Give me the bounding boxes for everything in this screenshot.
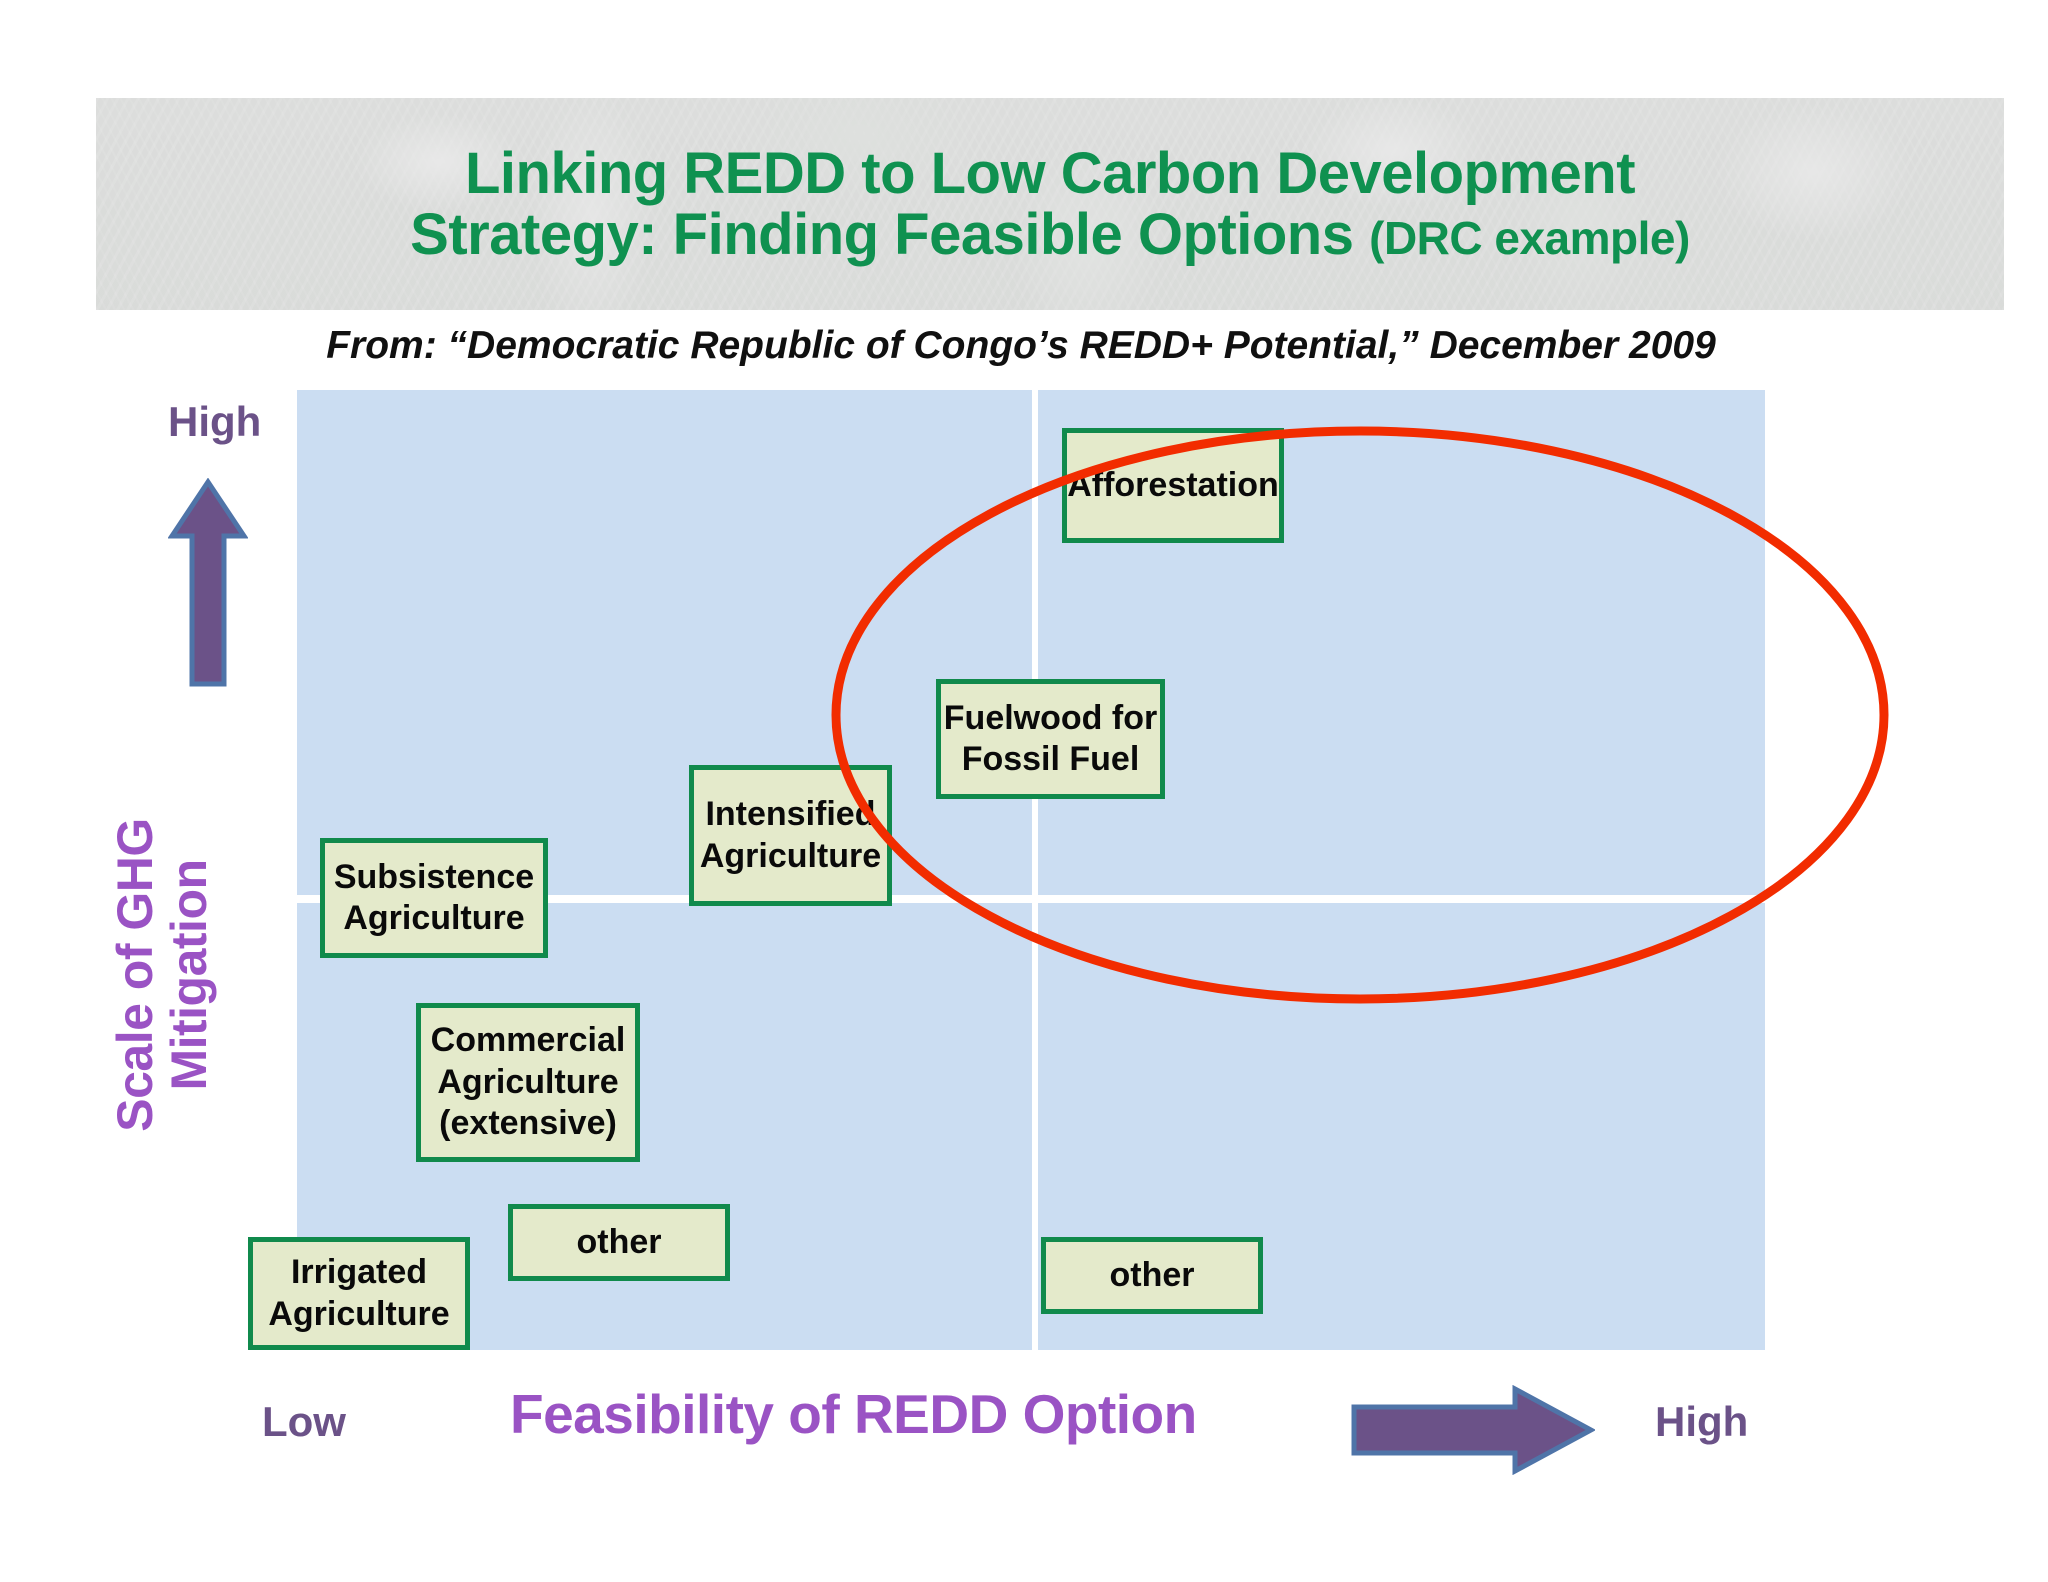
title-line-2: Strategy: Finding Feasible Options (DRC … [410,204,1690,265]
option-box-label-line-3: (extensive) [439,1104,617,1143]
option-box-label-line-2: Agriculture [437,1062,619,1101]
x-axis-high-label: High [1655,1398,1749,1445]
option-box-label-line-1: Commercial [430,1021,626,1060]
x-axis-title: Feasibility of REDD Option [510,1383,1197,1445]
option-box-label-line-1: Intensified [705,795,876,834]
option-box-label-line-1: other [1109,1255,1195,1294]
source-subtitle: From: “Democratic Republic of Congo’s RE… [326,324,1716,367]
option-box-label: other [577,1222,662,1263]
x-axis-low-label: Low [262,1398,346,1445]
option-box-label-line-1: other [576,1222,662,1261]
right-arrow-icon [1350,1384,1597,1476]
page-title: Linking REDD to Low Carbon Development S… [96,98,2004,310]
option-box-label-line-2: Agriculture [343,899,525,937]
y-axis-title-line-1: Scale of GHG [107,818,163,1132]
option-box-label: other [1110,1255,1195,1296]
title-line-2-main: Strategy: Finding Feasible Options [410,202,1354,267]
option-box-label-line-2: Fossil Fuel [961,740,1140,778]
option-box-label-line-2: Agriculture [699,836,882,875]
option-box-other-left[interactable]: other [508,1204,730,1281]
title-line-1: Linking REDD to Low Carbon Development [464,140,1636,206]
option-box-label-line-1: Afforestation [1067,465,1279,504]
option-box-label-line-1: Fuelwood for [943,698,1158,737]
banner-foliage-texture [96,98,2004,310]
option-box-other-right[interactable]: other [1041,1237,1263,1314]
title-banner: Linking REDD to Low Carbon Development S… [96,98,2004,310]
y-axis-high-label: High [168,398,262,445]
title-suffix: (DRC example) [1369,212,1690,264]
y-axis-title: Scale of GHG Mitigation [82,765,242,1185]
up-arrow-icon [167,477,249,688]
option-box-afforestation[interactable]: Afforestation [1062,428,1284,543]
quadrant-divider-vertical [1032,390,1038,1350]
option-box-label: Afforestation [1067,465,1279,506]
y-axis-title-line-2: Mitigation [161,859,217,1091]
option-box-label-line-1: Irrigated [290,1253,428,1292]
option-box-label-line-2: Agriculture [268,1294,450,1333]
option-box-label-line-1: Subsistence [333,857,535,896]
